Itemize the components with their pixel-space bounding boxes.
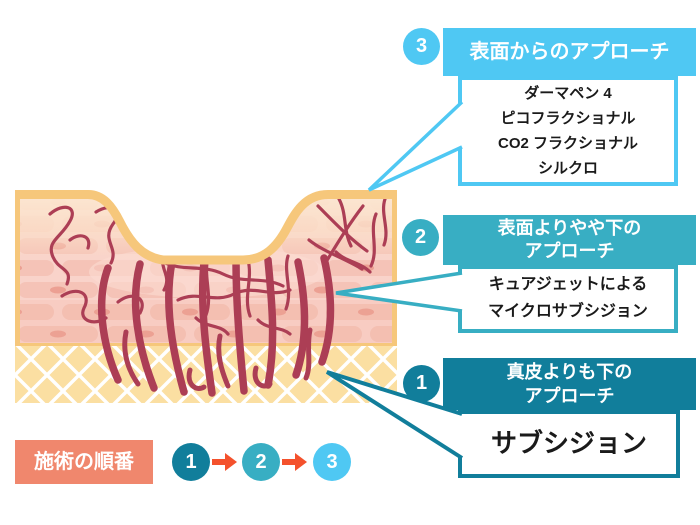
callout-3-number-badge: 3	[403, 28, 440, 65]
skin-surface-band	[15, 190, 397, 265]
callout-3-body: ダーマペン 4 ピコフラクショナル CO2 フラクショナル シルクロ	[458, 76, 678, 186]
callout-2-title-line: アプローチ	[524, 241, 615, 261]
treatment-item: マイクロサブシジョン	[488, 303, 648, 320]
callout-3-title-line: 表面からのアプローチ	[469, 41, 670, 63]
callout-1-title-line: アプローチ	[524, 386, 615, 406]
callout-1-title: 真皮よりも下の アプローチ	[443, 358, 696, 410]
treatment-item: キュアジェットによる	[488, 276, 648, 293]
treatment-item: シルクロ	[537, 160, 598, 177]
callout-2-title: 表面よりやや下の アプローチ	[443, 215, 696, 265]
order-step-1: 1	[172, 443, 210, 481]
callout-1-number-badge: 1	[403, 365, 440, 402]
treatment-item: ピコフラクショナル	[500, 110, 636, 127]
treatment-item: ダーマペン 4	[524, 85, 612, 102]
treatment-item: CO2 フラクショナル	[497, 135, 638, 152]
callout-2-number-badge: 2	[402, 219, 439, 256]
callout-1-body: サブシジョン	[458, 410, 680, 478]
callout-2-title-line: 表面よりやや下の	[497, 218, 642, 238]
treatment-item: サブシジョン	[490, 428, 647, 458]
callout-1-title-line: 真皮よりも下の	[506, 362, 633, 382]
right-arrow-icon	[212, 452, 238, 472]
scar-crater	[88, 190, 328, 256]
callout-3-title: 表面からのアプローチ	[443, 28, 696, 76]
order-step-2: 2	[242, 443, 280, 481]
callout-2-body: キュアジェットによる マイクロサブシジョン	[458, 265, 678, 333]
order-step-3: 3	[313, 443, 351, 481]
right-arrow-icon	[282, 452, 308, 472]
treatment-order-label: 施術の順番	[15, 440, 153, 484]
skin-block	[15, 190, 397, 403]
